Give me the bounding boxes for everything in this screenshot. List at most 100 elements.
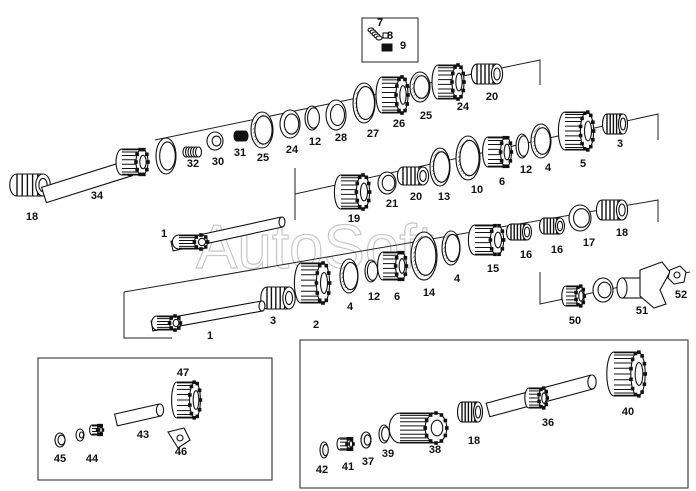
snap-45 bbox=[54, 432, 66, 448]
lower-shaft-bracket bbox=[123, 199, 659, 293]
bearing-20 bbox=[470, 63, 504, 85]
bushing-28 bbox=[325, 99, 347, 131]
callout-c10: 10 bbox=[471, 184, 483, 196]
ring-17 bbox=[568, 204, 592, 232]
bearing-3a bbox=[601, 113, 629, 135]
snap-ring-12a bbox=[304, 105, 320, 131]
callout-c12b: 12 bbox=[520, 164, 532, 176]
bearing-18-left bbox=[9, 173, 51, 197]
inset-box-7-9 bbox=[361, 17, 419, 63]
callout-c25a: 25 bbox=[420, 110, 432, 122]
washer-37 bbox=[360, 431, 372, 449]
bushing-24 bbox=[279, 109, 301, 139]
shaft-splines-1b bbox=[151, 314, 183, 332]
flange-50 bbox=[561, 284, 586, 308]
gear-15 bbox=[467, 223, 506, 257]
callout-c1a: 1 bbox=[161, 228, 167, 240]
callout-c31: 31 bbox=[234, 147, 246, 159]
callout-c19: 19 bbox=[348, 213, 360, 225]
callout-c3b: 3 bbox=[270, 315, 276, 327]
callout-c39: 39 bbox=[382, 448, 394, 460]
bearing-3b bbox=[260, 286, 296, 310]
callout-c3a: 3 bbox=[617, 138, 623, 150]
callout-c25b: 25 bbox=[257, 152, 269, 164]
bearing-18b bbox=[595, 199, 629, 221]
snap-42 bbox=[319, 441, 329, 459]
pin-spring-set bbox=[367, 27, 393, 52]
gear-2 bbox=[293, 261, 332, 305]
spring-32 bbox=[182, 146, 203, 158]
ring-13 bbox=[429, 147, 451, 187]
callout-c9: 9 bbox=[400, 40, 406, 52]
synchro-27 bbox=[352, 82, 376, 124]
bearing-16a bbox=[505, 223, 533, 241]
right-inset-box bbox=[299, 339, 689, 489]
synchro-14 bbox=[410, 231, 438, 281]
callout-c4b: 4 bbox=[454, 273, 461, 285]
callout-c42: 42 bbox=[316, 464, 328, 476]
callout-c52: 52 bbox=[675, 289, 687, 301]
washer-44a bbox=[75, 428, 85, 442]
snap-12c bbox=[364, 259, 379, 283]
seal-50b bbox=[592, 277, 614, 303]
shift-shaft-43 bbox=[114, 403, 165, 427]
yoke-51 bbox=[616, 261, 671, 309]
callout-c34: 34 bbox=[91, 190, 104, 202]
callout-c30: 30 bbox=[212, 156, 224, 168]
ring-25 bbox=[409, 71, 431, 103]
bearing-18c bbox=[456, 401, 484, 423]
ring-32a bbox=[155, 137, 177, 175]
callout-c41: 41 bbox=[342, 461, 354, 473]
gear-5 bbox=[557, 110, 596, 152]
callout-c18b: 18 bbox=[616, 227, 628, 239]
callout-c6b: 6 bbox=[394, 291, 400, 303]
bearing-16b bbox=[538, 217, 566, 235]
callout-c36: 36 bbox=[542, 417, 554, 429]
gear-6a bbox=[482, 135, 514, 169]
callout-c27: 27 bbox=[367, 128, 379, 140]
callout-c50: 50 bbox=[569, 315, 581, 327]
ring-21 bbox=[377, 171, 397, 195]
callout-c16b: 16 bbox=[520, 249, 532, 261]
shaft-splines-1a bbox=[171, 233, 210, 251]
callout-c2: 2 bbox=[313, 319, 319, 331]
bush-44b bbox=[89, 423, 105, 437]
callout-c40: 40 bbox=[622, 406, 634, 418]
parts-layer bbox=[9, 27, 687, 459]
spring-31 bbox=[233, 130, 249, 142]
callout-c46: 46 bbox=[175, 446, 187, 458]
callout-c38: 38 bbox=[429, 444, 441, 456]
callout-c26: 26 bbox=[393, 118, 405, 130]
lever-46 bbox=[167, 427, 191, 449]
callout-c13: 13 bbox=[438, 191, 450, 203]
cluster-38 bbox=[388, 411, 449, 445]
snap-39 bbox=[378, 424, 390, 444]
callout-c15: 15 bbox=[487, 263, 499, 275]
lower-shaft-bracket-left bbox=[123, 292, 172, 339]
callout-c21: 21 bbox=[386, 198, 398, 210]
callout-c24b: 24 bbox=[286, 144, 299, 156]
callout-c18c: 18 bbox=[468, 435, 480, 447]
callout-c45: 45 bbox=[54, 453, 66, 465]
callout-c7: 7 bbox=[377, 17, 383, 29]
input-gear-34 bbox=[115, 147, 150, 177]
callout-layer: 7892024252627281224253130323418354126101… bbox=[26, 17, 687, 476]
callout-c17: 17 bbox=[583, 237, 595, 249]
gear-6b bbox=[377, 250, 409, 282]
ring-4a bbox=[530, 123, 552, 159]
callout-c4c: 4 bbox=[347, 301, 354, 313]
callout-c12a: 12 bbox=[309, 136, 321, 148]
washer-30 bbox=[206, 131, 224, 151]
callout-c4a: 4 bbox=[545, 162, 552, 174]
snap-12b bbox=[515, 133, 530, 159]
ring-4c bbox=[339, 258, 359, 294]
nut-52 bbox=[667, 265, 687, 285]
ring-4b bbox=[441, 230, 461, 266]
gear-40 bbox=[606, 350, 647, 398]
callout-c18a: 18 bbox=[26, 211, 38, 223]
gear-26 bbox=[375, 75, 410, 115]
callout-c43: 43 bbox=[137, 429, 149, 441]
callout-c47: 47 bbox=[177, 367, 189, 379]
